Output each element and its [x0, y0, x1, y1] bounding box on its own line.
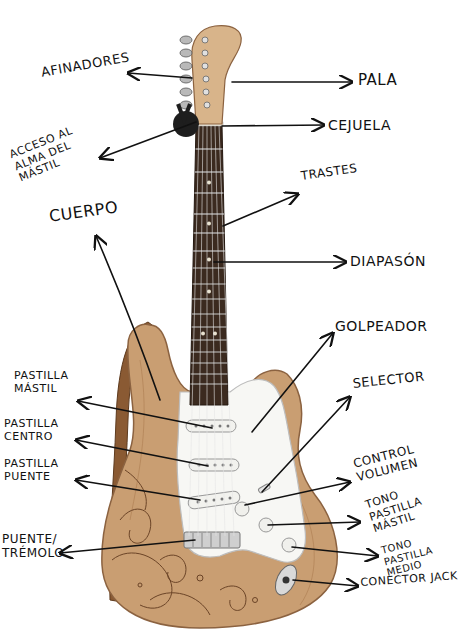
wall-hanger — [173, 104, 199, 137]
leader-arrow — [262, 397, 350, 492]
leader-arrow — [268, 522, 360, 525]
leader-arrow — [245, 482, 350, 505]
leader-arrow — [252, 333, 333, 432]
leader-arrow — [232, 81, 352, 83]
part-label: TONO PASTILLA MÁSTIL — [364, 475, 454, 536]
strings — [189, 125, 234, 536]
leader-arrow — [78, 401, 212, 428]
leader-arrow — [76, 440, 208, 466]
leader-arrow — [100, 122, 196, 158]
part-label: CONECTOR JACK — [360, 570, 466, 590]
part-label: SELECTOR — [352, 366, 463, 392]
leader-arrow — [223, 194, 298, 226]
part-label: TRASTES — [300, 156, 401, 184]
leader-arrow — [214, 261, 346, 263]
leader-arrow — [128, 73, 192, 78]
controls — [235, 483, 296, 552]
part-label: GOLPEADOR — [335, 318, 465, 334]
leader-arrow — [293, 580, 358, 586]
part-label: PASTILLA MÁSTIL — [14, 370, 86, 395]
fret-markers — [201, 181, 217, 336]
part-label: CUERPO — [48, 195, 145, 226]
leader-arrow — [292, 547, 378, 556]
part-label: AFINADORES — [40, 50, 136, 81]
part-label: CEJUELA — [328, 117, 438, 133]
leader-arrow — [60, 540, 195, 553]
part-label: PALA — [358, 72, 448, 89]
part-label: PASTILLA PUENTE — [4, 458, 80, 483]
part-label: PASTILLA CENTRO — [4, 418, 80, 443]
frets — [190, 149, 227, 384]
tuners — [180, 36, 210, 109]
leader-arrow — [222, 125, 324, 126]
leader-arrow — [76, 480, 200, 500]
part-label: CONTROL VOLUMEN — [352, 435, 451, 485]
headstock — [192, 26, 241, 124]
pickguard — [177, 379, 305, 562]
part-label: DIAPASÓN — [350, 253, 465, 269]
part-label: ACCESO AL ALMA DEL MÁSTIL — [8, 119, 98, 185]
leader-arrow — [96, 236, 160, 400]
part-label: PUENTE/ TRÉMOLO — [2, 533, 72, 561]
